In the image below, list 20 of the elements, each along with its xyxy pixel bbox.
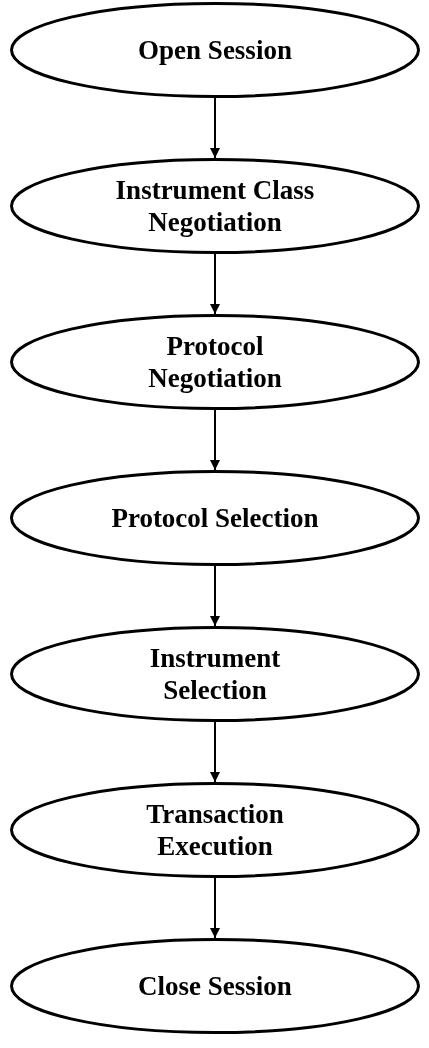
process-ellipse — [10, 314, 420, 410]
step-label: Protocol Negotiation — [147, 330, 283, 394]
arrow — [210, 721, 220, 783]
process-ellipse — [10, 2, 420, 98]
process-ellipse — [10, 470, 420, 566]
step-label: Instrument Class Negotiation — [114, 174, 316, 238]
step-label: Transaction Execution — [145, 798, 285, 862]
arrow — [210, 253, 220, 315]
process-ellipse — [10, 782, 420, 878]
arrow — [210, 409, 220, 471]
process-ellipse — [10, 158, 420, 254]
arrow — [210, 877, 220, 939]
step-label: Instrument Selection — [148, 642, 282, 706]
step-label: Close Session — [137, 970, 293, 1002]
step-label: Protocol Selection — [110, 502, 320, 534]
process-ellipse — [10, 626, 420, 722]
arrow — [210, 97, 220, 159]
step-label: Open Session — [137, 34, 293, 66]
arrow — [210, 565, 220, 627]
process-ellipse — [10, 938, 420, 1034]
